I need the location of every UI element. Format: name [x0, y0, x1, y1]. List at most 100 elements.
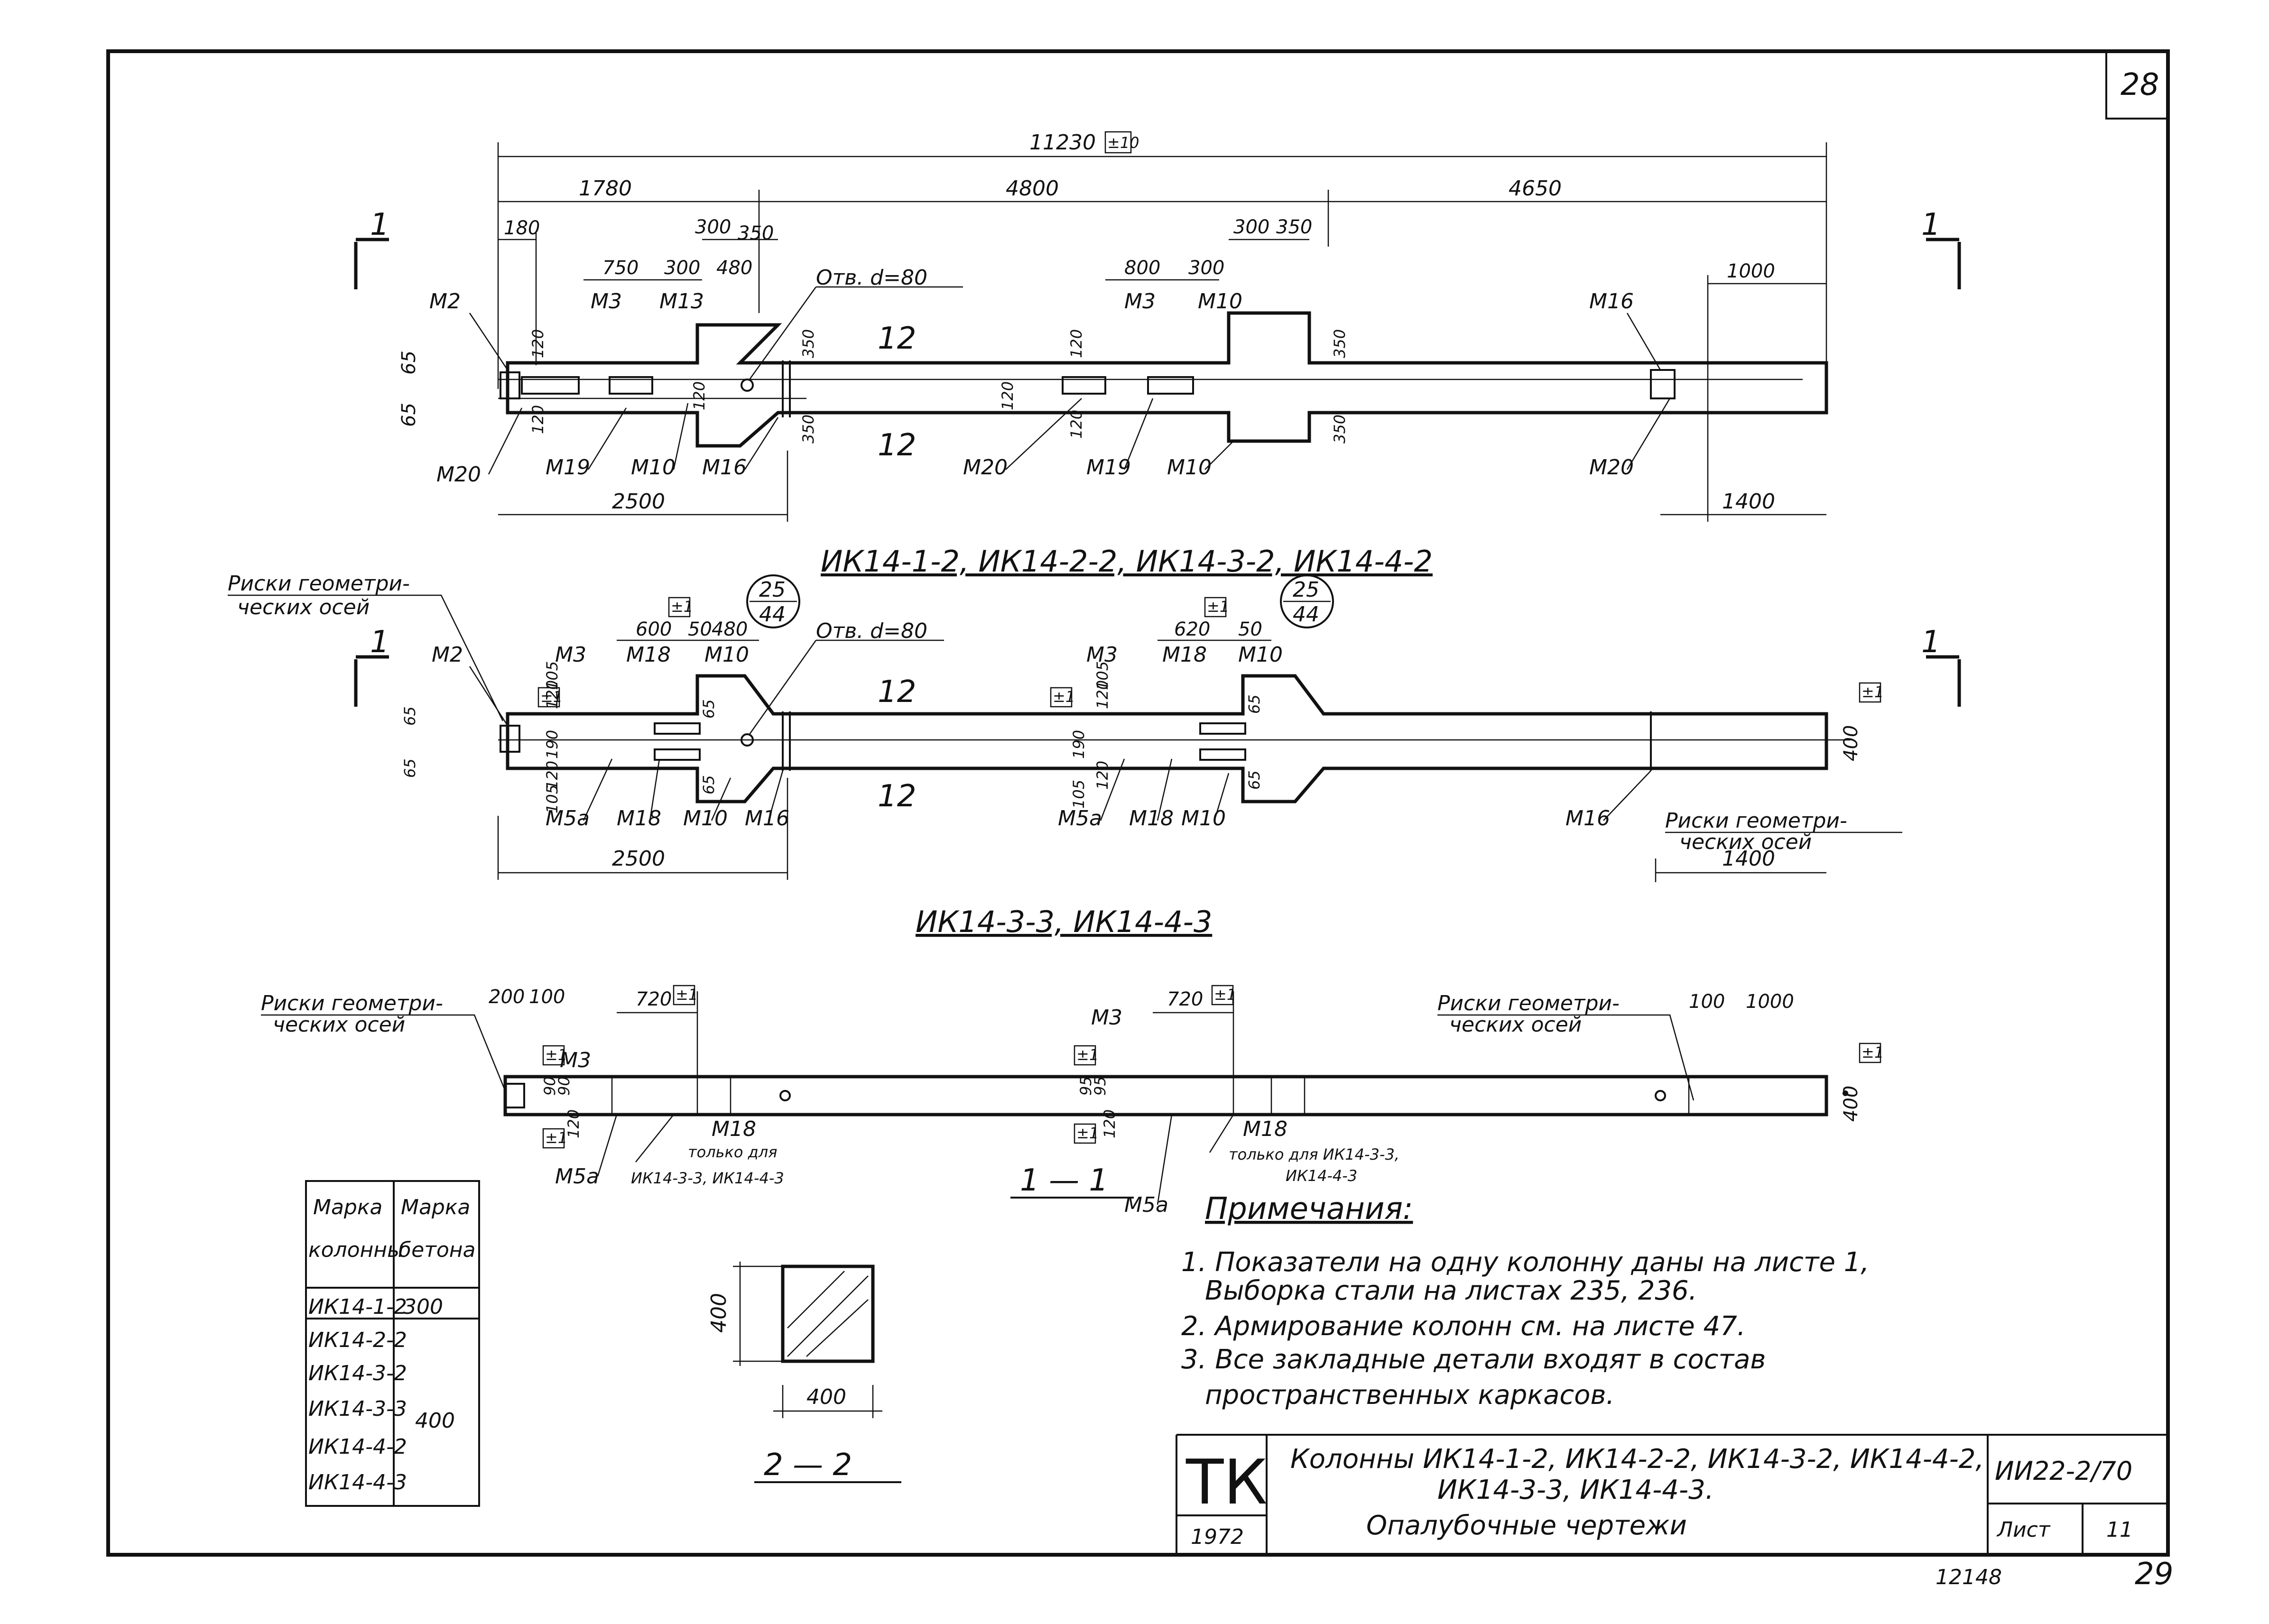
top-view: 11230 ±10 1780 4800 4650 180 750 300 300…: [354, 130, 1961, 579]
table-group-concrete: 400: [415, 1409, 455, 1433]
drawing-label: 44: [1293, 602, 1319, 627]
drawing-line: [521, 376, 580, 395]
notes-heading: Примечания:: [1205, 1191, 1413, 1227]
drawing-line: [1280, 574, 1334, 628]
drawing-label: Опалубочные чертежи: [1366, 1510, 1687, 1541]
drawing-label: 300: [664, 257, 700, 279]
drawing-label: M10: [1167, 455, 1212, 480]
drawing-line: [746, 574, 800, 628]
drawing-label: M3: [1086, 643, 1118, 667]
drawing-label: 44: [759, 602, 786, 627]
drawing-label: ИК14-3-3, ИК14-4-3: [631, 1169, 784, 1187]
drawing-line: [498, 190, 1826, 313]
drawing-label: ±1: [1076, 1046, 1099, 1064]
drawing-label: ±1: [1053, 688, 1075, 706]
drawing-line: [654, 722, 701, 735]
drawing-line: [779, 1090, 791, 1101]
drawing-label: 120: [1093, 680, 1111, 709]
drawing-label: 120: [543, 761, 561, 790]
drawing-line: [500, 371, 520, 399]
drawing-label: Марка: [313, 1195, 382, 1219]
drawing-label: M18: [712, 1117, 756, 1141]
drawing-label: ческих осей: [1449, 1013, 1582, 1037]
drawing-line: [228, 594, 504, 721]
drawing-label: 720: [636, 988, 672, 1010]
drawing-label: 350: [799, 329, 817, 358]
drawing-line: [498, 451, 1826, 522]
drawing-label: 1: [370, 625, 389, 660]
table-row-1-concrete: 300: [403, 1295, 443, 1319]
middle-view: Риски геометри- ческих осей Отв. d=80 25…: [228, 572, 1961, 939]
drawing-label: M3: [560, 1048, 591, 1072]
drawing-label: M2: [432, 643, 463, 667]
drawing-label: 120: [999, 381, 1017, 410]
drawing-label: 350: [1276, 216, 1312, 238]
drawing-label: M20: [963, 455, 1008, 480]
corner-page-number: 28: [2121, 67, 2159, 102]
drawing-label: 480: [712, 618, 748, 640]
drawing-line: [654, 748, 701, 761]
sheet-frame: [106, 49, 2170, 1557]
drawing-label: 120: [529, 405, 547, 434]
drawing-line: [617, 991, 698, 1077]
drawing-line: [498, 232, 537, 365]
footer-page-number: 29: [2135, 1557, 2173, 1592]
drawing-label: 65: [700, 775, 718, 794]
drawing-label: 120: [565, 1109, 583, 1138]
drawing-line: [611, 1077, 1690, 1115]
drawing-label: 1. Показатели на одну колонну даны на ли…: [1181, 1247, 1869, 1278]
drawing-label: 400: [806, 1385, 846, 1409]
drawing-label: 190: [543, 730, 561, 759]
drawing-label: 120: [529, 329, 547, 358]
drawing-label: 190: [1070, 730, 1088, 759]
drawing-label: 200: [489, 986, 525, 1008]
org-mark: ТК: [1185, 1446, 1268, 1518]
drawing-label: M3: [555, 643, 586, 667]
table-row-1-column: ИК14-1-2: [308, 1295, 407, 1319]
drawing-line: [1650, 369, 1676, 399]
drawing-label: M19: [546, 455, 590, 480]
drawing-line: [537, 687, 560, 708]
section-label-2-2: 2 — 2: [764, 1448, 852, 1483]
drawing-line: [542, 1128, 565, 1149]
drawing-label: 2500: [612, 489, 665, 514]
drawing-line: [1074, 1045, 1096, 1066]
drawing-line: [741, 733, 754, 747]
drawing-line: [673, 985, 695, 1006]
drawing-line: [1147, 376, 1194, 395]
drawing-line: [504, 1083, 525, 1108]
drawing-label: 2. Армирование колонн см. на листе 47.: [1181, 1311, 1746, 1342]
drawing-label: M3: [591, 289, 622, 314]
drawing-label: ±1: [1076, 1124, 1099, 1142]
drawing-line: [1859, 682, 1881, 703]
drawing-label: 120: [1101, 1109, 1119, 1138]
drawing-line: [1199, 748, 1246, 761]
drawing-label: M20: [1589, 455, 1634, 480]
drawing-label: 300: [1188, 257, 1224, 279]
cut-label-1-1: 1 — 1: [1020, 1163, 1108, 1198]
drawing-label: 105: [543, 661, 561, 690]
drawing-line: [609, 376, 653, 395]
drawing-label: M2: [429, 289, 461, 314]
caption-top: ИК14-1-2, ИК14-2-2, ИК14-3-2, ИК14-4-2: [821, 544, 1433, 579]
drawing-label: M5a: [555, 1164, 599, 1189]
drawing-label: 400: [1840, 725, 1862, 761]
drawing-label: Колонны ИК14-1-2, ИК14-2-2, ИК14-3-2, ИК…: [1290, 1444, 1984, 1475]
drawing-label: 65: [401, 758, 419, 778]
drawing-line: [469, 666, 1651, 821]
drawing-label: 12: [878, 779, 916, 814]
drawing-label: M5a: [1124, 1193, 1168, 1217]
drawing-label: 12: [878, 321, 916, 356]
drawing-line: [500, 725, 520, 753]
drawing-label: M10: [704, 643, 749, 667]
drawing-line: [782, 711, 1652, 771]
drawing-label: M16: [1589, 289, 1634, 314]
drawing-label: 65: [1245, 694, 1263, 714]
drawing-label: 300: [695, 216, 731, 238]
drawing-label: ИК14-4-2: [308, 1435, 407, 1459]
drawing-label: Риски геометри-: [1437, 991, 1620, 1015]
drawing-line: [497, 142, 1827, 389]
drawing-label: колонны: [308, 1238, 404, 1262]
drawing-line: [542, 1045, 565, 1066]
drawing-label: 720: [1167, 988, 1203, 1010]
